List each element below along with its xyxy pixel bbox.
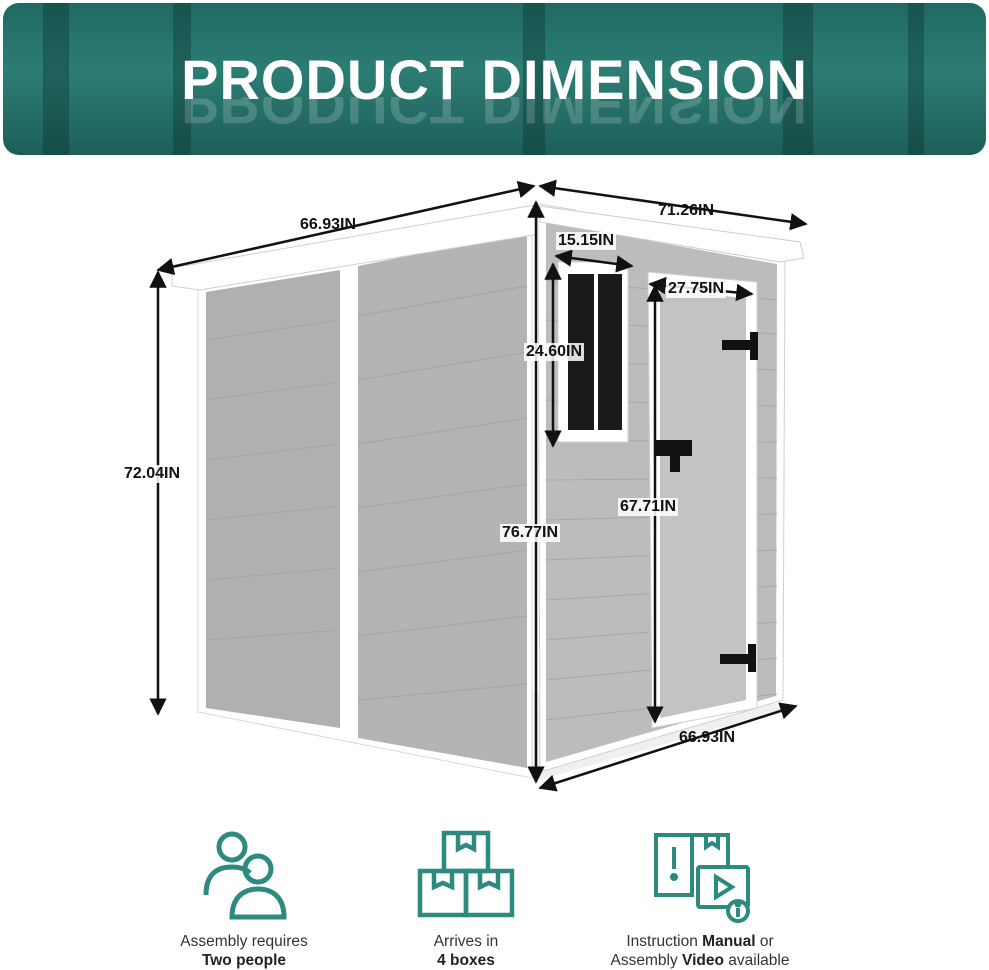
- tree-trunk: [908, 3, 924, 155]
- left-depth-label: 66.93IN: [300, 216, 357, 233]
- left-height-label: 72.04IN: [122, 465, 183, 483]
- feature-line1: Assembly requires: [180, 933, 308, 950]
- manual-video-icon: [654, 833, 750, 923]
- feature-line2: 4 boxes: [437, 952, 495, 969]
- tree-trunk: [173, 3, 191, 155]
- boxes-icon: [417, 830, 515, 918]
- caption-bold: Manual: [702, 933, 756, 950]
- window-width-label: 15.15IN: [556, 232, 617, 250]
- caption-bold: Video: [682, 952, 724, 969]
- title-banner: PRODUCT DIMENSION PRODUCT DIMENSION: [3, 3, 986, 155]
- feature-line1: Instruction Manual or: [590, 932, 810, 951]
- people-icon: [203, 831, 287, 920]
- tree-trunk: [783, 3, 813, 155]
- feature-boxes: Arrives in 4 boxes: [356, 825, 576, 970]
- shed-illustration: [149, 179, 808, 792]
- front-height-label: 76.77IN: [500, 524, 561, 542]
- feature-manual-video: Instruction Manual or Assembly Video ava…: [590, 825, 810, 970]
- bottom-width-label: 66.93IN: [679, 729, 736, 746]
- tree-trunk: [43, 3, 69, 155]
- caption-text: available: [723, 952, 790, 969]
- caption-text: Assembly: [610, 952, 683, 969]
- door-width-label: 27.75IN: [666, 280, 727, 298]
- right-width-label: 71.26IN: [658, 202, 715, 219]
- tree-trunk: [523, 3, 545, 155]
- page-title: PRODUCT DIMENSION: [181, 48, 808, 111]
- caption-text: Instruction: [626, 933, 703, 950]
- feature-line2: Two people: [201, 952, 287, 969]
- feature-line2: Assembly Video available: [590, 951, 810, 970]
- feature-line1: Arrives in: [433, 933, 499, 950]
- caption-text: or: [755, 933, 774, 950]
- window-height-label: 24.60IN: [524, 343, 585, 361]
- door-height-label: 67.71IN: [618, 498, 679, 516]
- feature-assembly-people: Assembly requires Two people: [134, 825, 354, 970]
- title-reflection: PRODUCT DIMENSION: [181, 97, 808, 136]
